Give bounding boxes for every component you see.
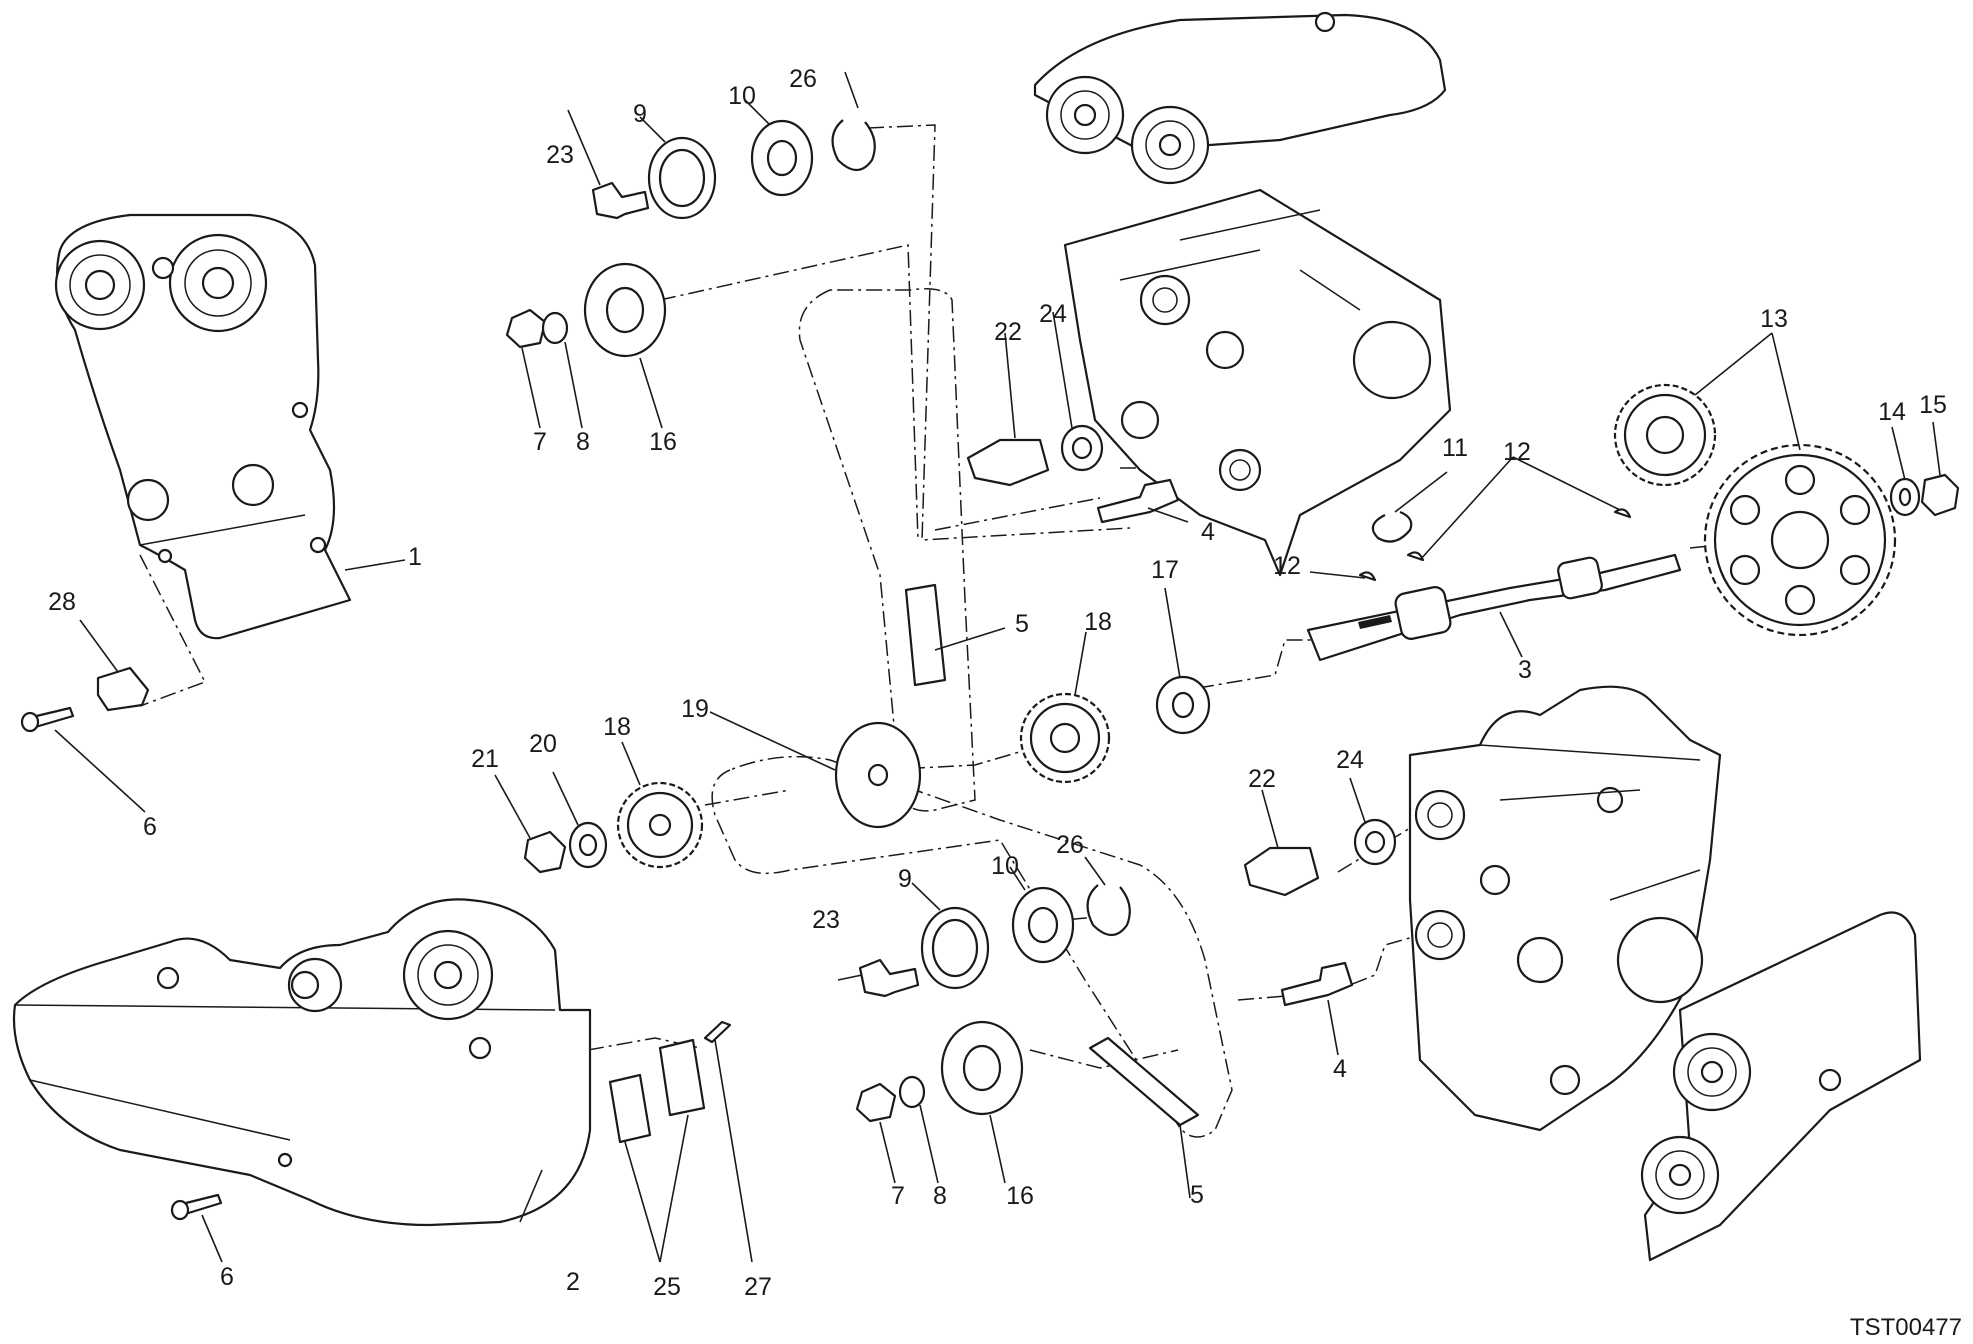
callout-1: 1 (408, 543, 422, 571)
callout-5-lower: 5 (1190, 1181, 1204, 1209)
callout-3: 3 (1518, 656, 1532, 684)
callout-6-lower: 6 (220, 1263, 234, 1291)
callout-23-lower: 23 (812, 906, 840, 934)
callout-8-lower: 8 (933, 1182, 947, 1210)
upper-belt-cover (54, 213, 352, 640)
vertical-cylinder-head (1033, 11, 1452, 577)
hardware (20, 119, 1960, 1221)
callout-10-upper: 10 (728, 82, 756, 110)
callout-6-upper: 6 (143, 813, 157, 841)
callout-23-upper: 23 (546, 141, 574, 169)
callout-4-lower: 4 (1333, 1055, 1347, 1083)
callout-8-upper: 8 (576, 428, 590, 456)
horizontal-cylinder-head (1408, 685, 1722, 1132)
callout-18-left: 18 (603, 713, 631, 741)
callout-10-lower: 10 (991, 852, 1019, 880)
callout-7-upper: 7 (533, 428, 547, 456)
callout-12-upper: 12 (1503, 438, 1531, 466)
layshaft-gears (1613, 383, 1897, 637)
callout-13: 13 (1760, 305, 1788, 333)
callout-16-lower: 16 (1006, 1182, 1034, 1210)
lower-belt-cover (12, 898, 592, 1227)
callout-15: 15 (1919, 391, 1947, 419)
callout-20: 20 (529, 730, 557, 758)
callout-17: 17 (1151, 556, 1179, 584)
callout-22-upper: 22 (994, 318, 1022, 346)
callout-24-upper: 24 (1039, 300, 1067, 328)
callout-24-lower: 24 (1336, 746, 1364, 774)
callout-19: 19 (681, 695, 709, 723)
leader-lines (54, 71, 1941, 1263)
callout-28: 28 (48, 588, 76, 616)
callout-4-upper: 4 (1201, 518, 1215, 546)
callout-9-upper: 9 (633, 100, 647, 128)
callout-27: 27 (744, 1273, 772, 1301)
callout-21: 21 (471, 745, 499, 773)
callout-2: 2 (566, 1268, 580, 1296)
drawing-code: TST00477 (1850, 1314, 1962, 1341)
callout-5-upper: 5 (1015, 610, 1029, 638)
callout-22-lower: 22 (1248, 765, 1276, 793)
callout-25: 25 (653, 1273, 681, 1301)
callout-12-left: 12 (1273, 552, 1301, 580)
callout-7-lower: 7 (891, 1182, 905, 1210)
callout-11: 11 (1442, 434, 1468, 462)
horizontal-cam-cover (1640, 911, 1922, 1262)
callout-26-lower: 26 (1056, 831, 1084, 859)
callout-18-right: 18 (1084, 608, 1112, 636)
callout-14: 14 (1878, 398, 1906, 426)
layshaft (1306, 553, 1682, 662)
callout-16-upper: 16 (649, 428, 677, 456)
callout-26-upper: 26 (789, 65, 817, 93)
callout-9-lower: 9 (898, 865, 912, 893)
callout-numbers: 1 2 3 4 4 5 5 6 6 7 7 8 8 9 9 10 10 11 1… (48, 65, 1947, 1301)
